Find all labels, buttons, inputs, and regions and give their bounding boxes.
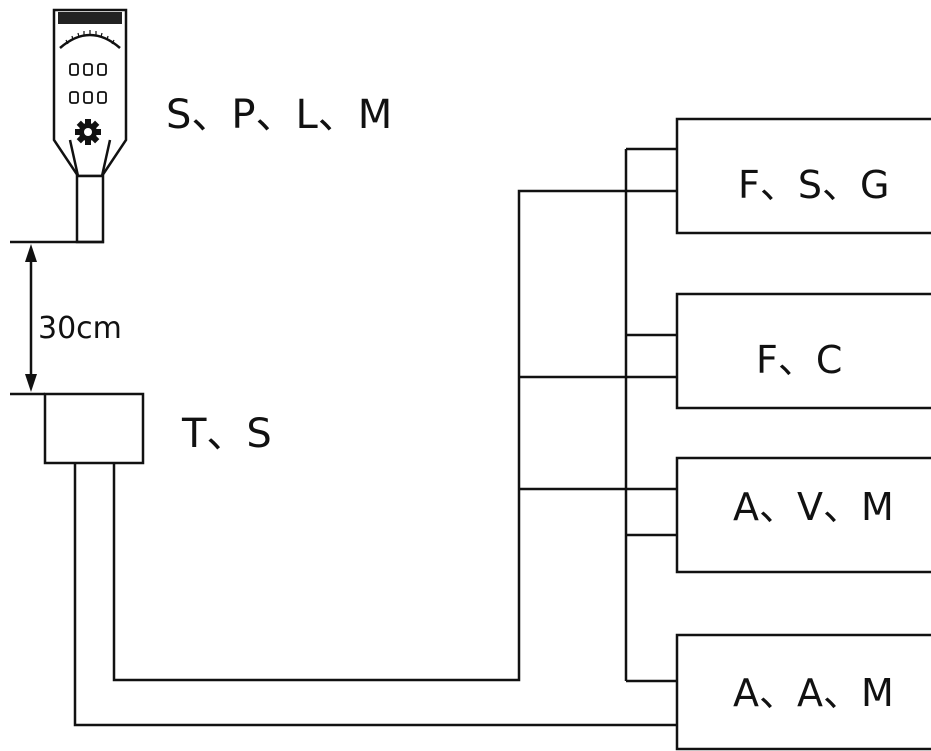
sensor-gauge-ticks [65, 30, 115, 45]
sensor-display-band [58, 12, 122, 24]
distance-label: 30cm [38, 311, 122, 346]
box-label-avm: A、V、M [733, 485, 894, 529]
dimension-marker [10, 240, 104, 396]
probe-label: T、S [181, 411, 272, 457]
box-label-fc: F、C [756, 338, 842, 382]
sensor-gauge-arc [59, 33, 121, 49]
probe-box [43, 392, 145, 465]
box-aam [675, 633, 931, 751]
box-fsg [675, 117, 931, 235]
dimension-arrow-bottom [25, 374, 37, 392]
sensor-neck-left [68, 139, 80, 177]
connection-lines [73, 147, 677, 727]
sensor-buttons-row-2 [69, 91, 107, 104]
sensor-neck-right [100, 139, 112, 177]
sensor-label: S、P、L、M [166, 92, 392, 138]
sensor-device [52, 8, 128, 244]
box-fc [675, 292, 931, 410]
sensor-buttons-row-1 [69, 63, 107, 76]
box-avm [675, 456, 931, 574]
cable-outer [73, 463, 677, 727]
sensor-stem [75, 174, 105, 244]
dimension-arrow-top [25, 244, 37, 262]
box-label-fsg: F、S、G [738, 163, 889, 207]
gear-icon [75, 119, 101, 145]
cable-inner [112, 189, 677, 682]
box-label-aam: A、A、M [733, 671, 894, 715]
